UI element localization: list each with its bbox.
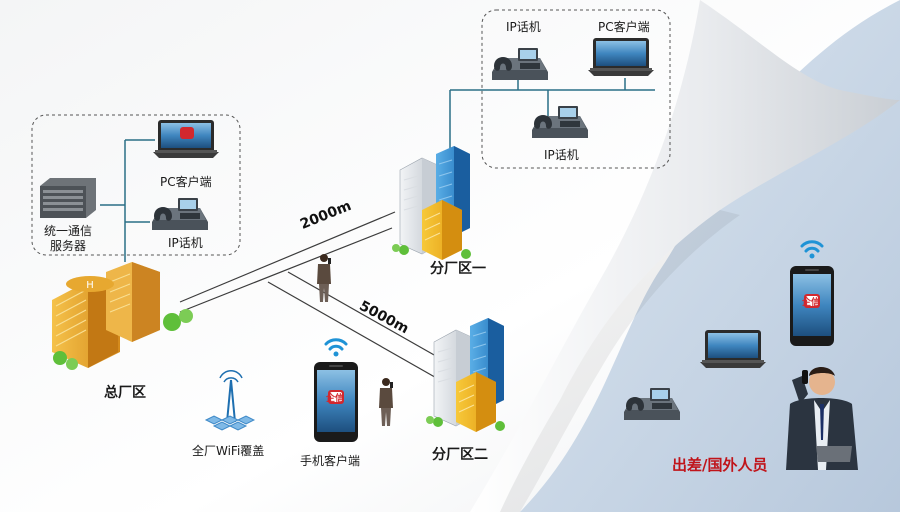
branch1-client-group: [481, 9, 671, 169]
branch1-phone-bottom-label: IP话机: [544, 148, 579, 162]
app-icon-text: 企信: [326, 394, 345, 404]
hq-pc-label: PC客户端: [160, 175, 212, 189]
businessman-icon: [786, 367, 858, 470]
hq-site-label: 总厂区: [104, 385, 146, 401]
hq-network-lines: [100, 139, 155, 262]
remote-staff-label: 出差/国外人员: [672, 456, 768, 474]
branch2-site-label: 分厂区二: [432, 447, 488, 463]
server-label-line1: 统一通信: [44, 224, 93, 238]
building-icon: H: [52, 262, 193, 370]
branch1-network-lines: [449, 72, 655, 150]
svg-text:H: H: [86, 280, 94, 291]
branch1-pc-label: PC客户端: [598, 20, 650, 34]
page-curl: [470, 0, 900, 512]
app-icon: [180, 127, 194, 139]
mobile-client-label: 手机客户端: [300, 454, 361, 468]
laptop-icon: [588, 38, 654, 76]
hq-client-group: [31, 114, 241, 256]
laptop-icon: [700, 330, 766, 368]
wifi-coverage-label: 全厂WiFi覆盖: [192, 444, 265, 458]
server-rack-icon: [40, 178, 96, 218]
site-links: [179, 211, 451, 381]
wifi-tower-icon: [204, 370, 256, 431]
branch1-phone-top-label: IP话机: [506, 20, 541, 34]
branch1-site-label: 分厂区一: [430, 261, 486, 277]
page-curl-shadow: [500, 210, 740, 512]
hq-phone-label: IP话机: [168, 236, 203, 250]
app-icon-text-remote: 企信: [802, 298, 821, 308]
server-label-line2: 服务器: [50, 239, 87, 253]
